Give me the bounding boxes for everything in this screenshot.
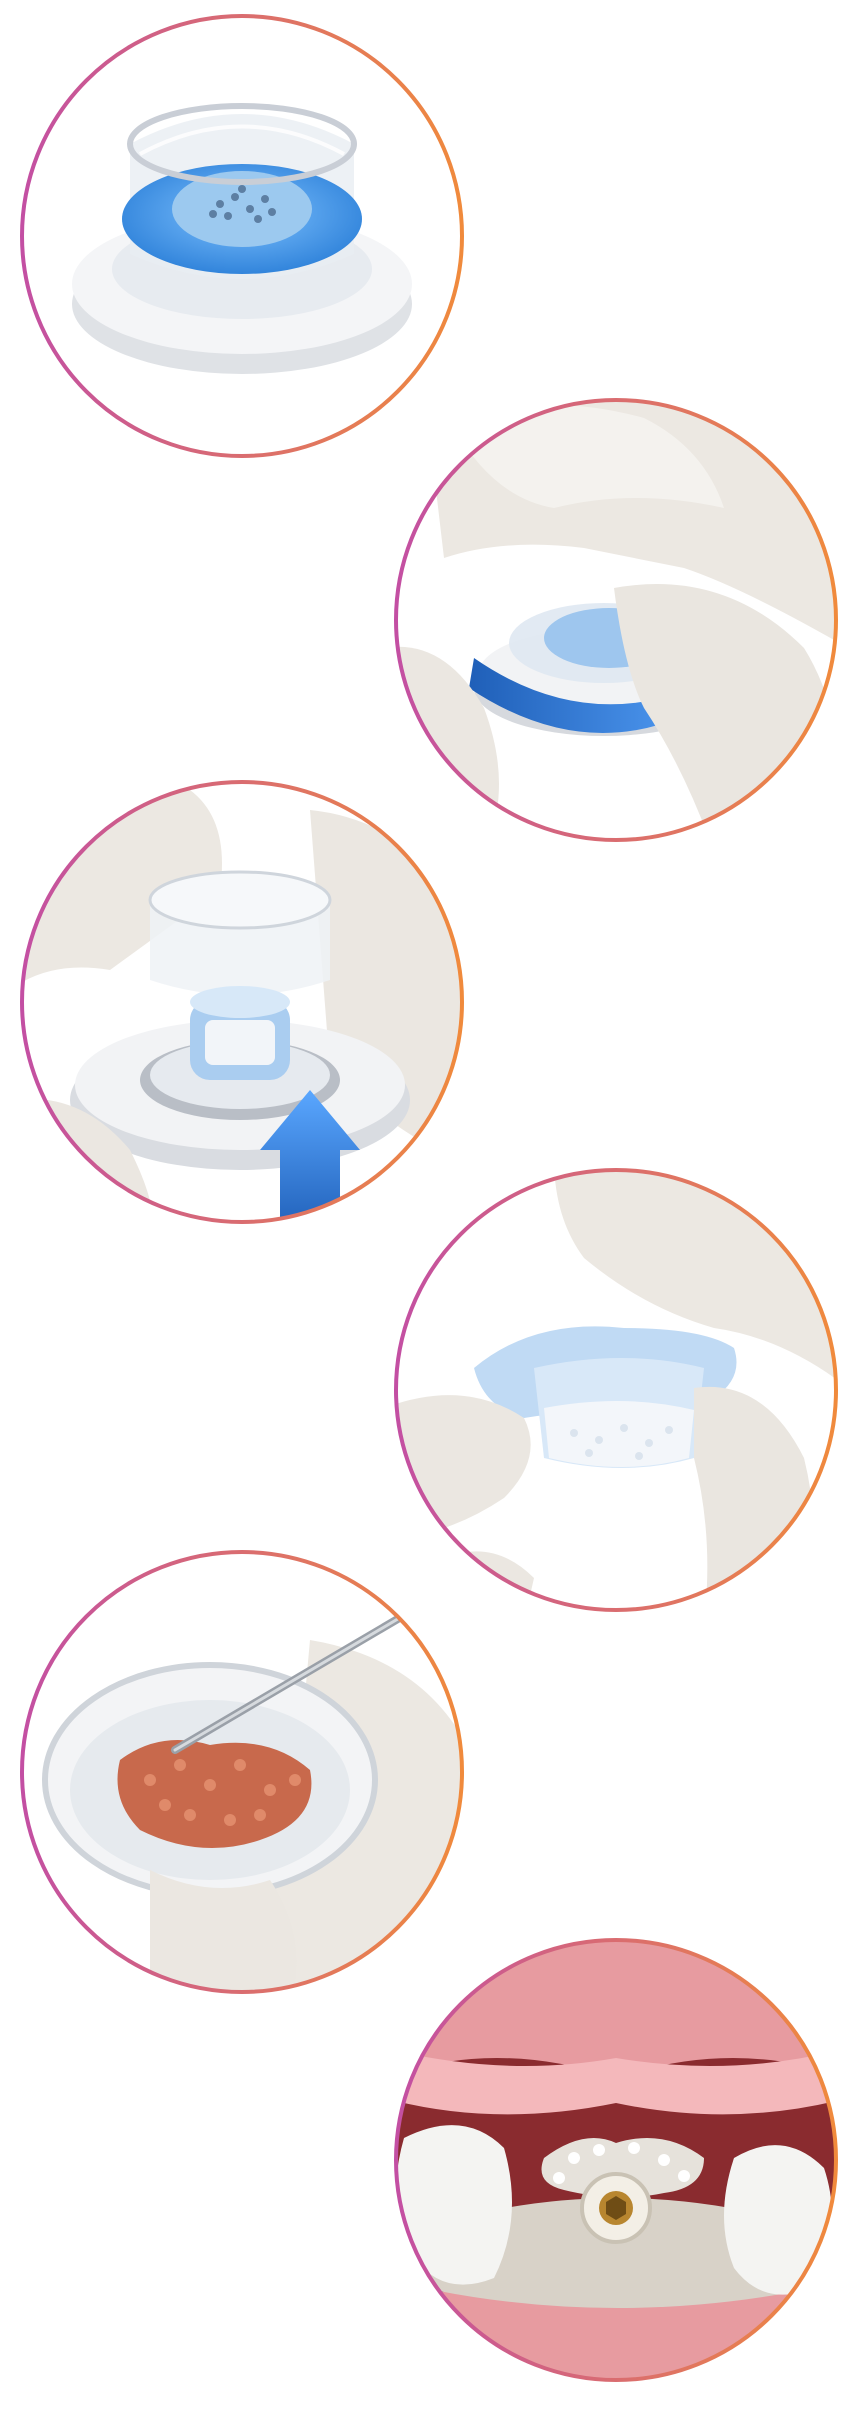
apply-to-implant-site-icon: [384, 1928, 848, 2392]
step-6-panel: [384, 1928, 848, 2392]
step-6-illustration: [384, 1928, 848, 2392]
